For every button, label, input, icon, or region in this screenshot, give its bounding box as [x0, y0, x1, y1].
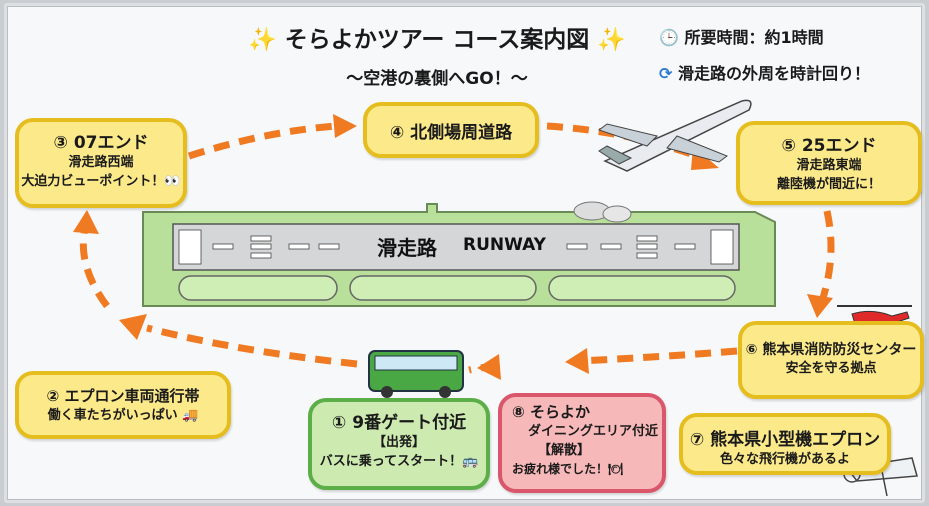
stop-number: ⑧: [512, 403, 525, 421]
stop-2: ② エプロン車両通行帯 働く車たちがいっぱい 🚚: [15, 371, 231, 439]
stop-desc: 【解散】: [538, 443, 591, 458]
runway: [142, 203, 776, 307]
stop-desc: 滑走路西端: [68, 155, 134, 170]
stop-title: 9番ゲート付近: [352, 413, 467, 433]
eyes-icon: 👀: [164, 174, 181, 189]
stop-title: 07エンド: [73, 133, 149, 153]
stop-title: 熊本県小型機エプロン: [710, 430, 881, 450]
bus-icon: 🚌: [462, 454, 479, 469]
airplane-icon: [573, 99, 752, 223]
dining-icon: 🍽: [608, 462, 624, 476]
clockwise-arrows-icon: ⟳: [659, 64, 673, 83]
bus-icon: [368, 350, 464, 398]
stop-title: エプロン車両通行帯: [64, 387, 200, 405]
stop-desc: 離陸機が間近に！: [776, 177, 881, 192]
stop-number: ⑦: [689, 430, 705, 450]
truck-icon: 🚚: [182, 408, 199, 423]
stop-desc: 安全を守る拠点: [785, 361, 877, 376]
sparkle-icon: ✨: [597, 27, 626, 53]
stop-number: ①: [331, 413, 347, 433]
stop-desc: 大迫力ビューポイント！: [21, 174, 165, 189]
stop-6: ⑥ 熊本県消防防災センター 安全を守る拠点: [738, 321, 924, 399]
stop-number: ③: [53, 133, 68, 153]
stop-number: ④: [389, 123, 405, 143]
stop-desc: ダイニングエリア付近: [528, 424, 659, 439]
stop-desc: 色々な飛行機があるよ: [719, 452, 850, 467]
stop-title: 北側場周道路: [410, 123, 513, 143]
sparkle-icon: ✨: [248, 27, 277, 53]
runway-label-en: RUNWAY: [463, 235, 546, 255]
title-text: そらよかツアー コース案内図: [284, 27, 590, 53]
diagram-graphics: [73, 99, 918, 497]
stop-3: ③ 07エンド 滑走路西端 大迫力ビューポイント！👀: [15, 118, 187, 208]
stop-desc: お疲れ様でした！: [512, 462, 609, 476]
duration-text: 所要時間：約1時間: [684, 28, 824, 47]
page-title: ✨ そらよかツアー コース案内図 ✨: [227, 20, 647, 54]
stop-number: ②: [46, 387, 60, 405]
stop-7: ⑦ 熊本県小型機エプロン 色々な飛行機があるよ: [679, 413, 891, 475]
stop-desc: 滑走路東端: [796, 158, 862, 173]
stop-4: ④ 北側場周道路: [363, 102, 539, 158]
duration-info: 🕒 所要時間：約1時間: [659, 24, 824, 48]
stop-title: そらよか: [529, 403, 590, 421]
stop-number: ⑤: [781, 136, 796, 156]
subtitle: 〜空港の裏側へGO！〜: [346, 69, 528, 89]
runway-label-ja: 滑走路: [377, 236, 437, 260]
stop-1: ① 9番ゲート付近 【出発】 バスに乗ってスタート！🚌: [308, 398, 490, 490]
whiteboard: ✨ そらよかツアー コース案内図 ✨ 〜空港の裏側へGO！〜 🕒 所要時間：約1…: [4, 3, 925, 503]
stop-title: 25エンド: [801, 136, 877, 156]
stop-number: ⑥: [745, 342, 758, 358]
stop-5: ⑤ 25エンド 滑走路東端 離陸機が間近に！: [736, 121, 922, 205]
stop-title: 熊本県消防防災センター: [762, 342, 917, 358]
clock-icon: 🕒: [659, 28, 679, 47]
route-info: ⟳ 滑走路の外周を時計回り！: [659, 60, 870, 84]
stop-desc: 【出発】: [372, 435, 425, 450]
stop-8: ⑧ そらよか ダイニングエリア付近 【解散】 お疲れ様でした！🍽: [498, 393, 666, 493]
stop-desc: バスに乗ってスタート！: [319, 454, 463, 469]
stop-desc: 働く車たちがいっぱい: [47, 408, 178, 423]
route-text: 滑走路の外周を時計回り！: [677, 64, 870, 83]
